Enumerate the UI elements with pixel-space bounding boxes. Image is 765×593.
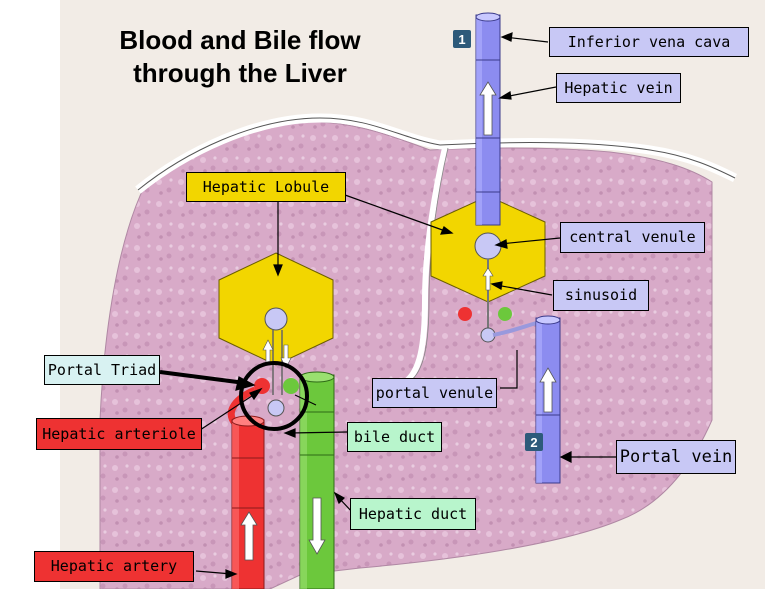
bileduct-dot-right	[498, 307, 512, 321]
leader-lines	[159, 32, 616, 579]
label-bile-duct: bile duct	[347, 422, 442, 452]
liver-fissure-outline	[408, 147, 449, 383]
label-sinusoid: sinusoid	[553, 280, 649, 311]
label-portal-vein: Portal vein	[616, 440, 736, 474]
bileduct-dot-left	[283, 378, 299, 394]
label-hepatic-vein: Hepatic vein	[556, 73, 681, 103]
central-venule-left	[264, 307, 288, 331]
label-hepatic-duct: Hepatic duct	[350, 498, 476, 530]
hepatic-artery-tube	[227, 386, 265, 590]
liver-capsule-outline	[137, 117, 736, 191]
diagram-title: Blood and Bile flow through the Liver	[70, 24, 410, 90]
label-hepatic-arteriole: Hepatic arteriole	[36, 418, 202, 450]
label-inferior-vena-cava: Inferior vena cava	[549, 27, 749, 57]
label-central-venule: central venule	[560, 222, 705, 253]
label-hepatic-lobule: Hepatic Lobule	[186, 172, 346, 202]
central-venule-right	[474, 232, 502, 260]
portal-vein-tube	[535, 315, 561, 484]
label-portal-triad: Portal Triad	[44, 355, 160, 385]
liver-fissure	[403, 147, 448, 385]
arteriole-dot-right	[458, 307, 472, 321]
portal-venule-dot	[480, 327, 496, 343]
label-portal-venule: portal venule	[372, 378, 497, 408]
title-line-1: Blood and Bile flow	[119, 25, 361, 55]
sinusoid-left-arrow-down	[280, 344, 292, 369]
sinusoid-arrow	[482, 267, 494, 291]
portal-venule-dot-left	[267, 399, 285, 417]
badge-2: 2	[525, 433, 543, 451]
hepatic-vein-tube	[475, 12, 501, 226]
portal-triad-ring	[239, 361, 309, 431]
badge-1: 1	[453, 30, 471, 48]
label-hepatic-artery: Hepatic artery	[34, 551, 194, 582]
title-line-2: through the Liver	[133, 58, 347, 88]
